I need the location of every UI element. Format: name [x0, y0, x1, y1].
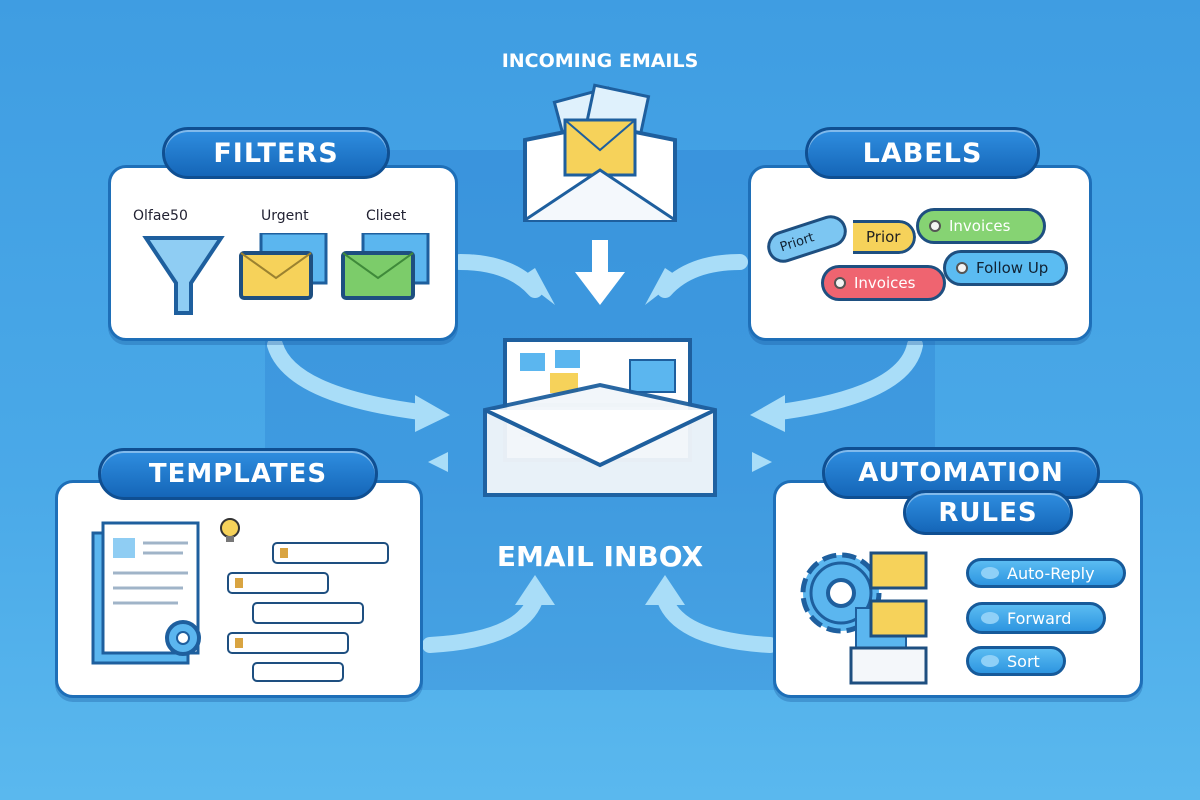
arrowhead — [415, 395, 450, 432]
rule-auto-reply[interactable]: Auto-Reply — [966, 558, 1126, 588]
arrowhead — [428, 452, 448, 472]
label-tag-follow-up[interactable]: Follow Up — [943, 250, 1068, 286]
templates-illustration — [91, 518, 389, 682]
rule-forward[interactable]: Forward — [966, 602, 1106, 634]
envelope-icon — [869, 599, 928, 638]
arrow-automation-up — [657, 592, 778, 653]
tag-text: Priort — [778, 229, 816, 255]
lightbulb-icon — [220, 518, 240, 538]
arrowhead — [752, 452, 772, 472]
automation-illustration — [800, 551, 928, 685]
email-inbox-title: EMAIL INBOX — [496, 540, 704, 573]
filters-illustration — [142, 233, 430, 315]
rule-text: Forward — [1007, 608, 1072, 628]
filters-panel: Olfae50 Urgent Clieet — [108, 165, 458, 341]
envelope-yellow-icon — [239, 251, 313, 300]
label-tag-invoices-red[interactable]: Invoices — [821, 265, 946, 301]
tag-text: Invoices — [949, 217, 1011, 235]
arrow-templates-up — [422, 592, 543, 653]
inbox-envelope-icon — [483, 338, 717, 497]
arrowhead — [645, 575, 685, 605]
arrowhead — [750, 395, 785, 432]
labels-panel: Priort Prior Invoices Invoices Follow Up — [748, 165, 1092, 341]
folder-label-urgent: Urgent — [261, 208, 309, 224]
rule-text: Sort — [1007, 651, 1040, 671]
funnel-label: Olfae50 — [133, 208, 188, 224]
labels-title-pill: LABELS — [805, 127, 1040, 179]
folder-label-client: Clieet — [366, 208, 407, 224]
tag-text: Prior — [866, 228, 901, 246]
arrow-filters-down — [267, 337, 428, 420]
arrow-down-icon — [575, 272, 625, 305]
tag-text: Invoices — [854, 274, 916, 292]
funnel-icon — [142, 236, 225, 315]
arrow-labels-down — [772, 337, 923, 420]
arrowhead — [515, 575, 555, 605]
templates-title-pill: TEMPLATES — [98, 448, 378, 500]
incoming-emails-title: INCOMING EMAILS — [501, 50, 699, 72]
label-tag-invoices-green[interactable]: Invoices — [916, 208, 1046, 244]
incoming-envelope-icon — [523, 83, 677, 222]
rules-title-pill: RULES — [903, 490, 1073, 535]
rule-text: Auto-Reply — [1007, 563, 1095, 583]
label-tag-priort[interactable]: Priort — [763, 211, 851, 267]
label-tag-prior[interactable]: Prior — [853, 220, 916, 254]
envelope-icon — [869, 551, 928, 590]
arrowhead — [520, 268, 555, 305]
arrowhead — [645, 268, 680, 305]
templates-panel — [55, 480, 423, 698]
tag-text: Follow Up — [976, 259, 1049, 277]
filters-title-pill: FILTERS — [162, 127, 390, 179]
envelope-green-icon — [341, 251, 415, 300]
automation-panel: Auto-Reply Forward Sort — [773, 480, 1143, 698]
rule-sort[interactable]: Sort — [966, 646, 1066, 676]
